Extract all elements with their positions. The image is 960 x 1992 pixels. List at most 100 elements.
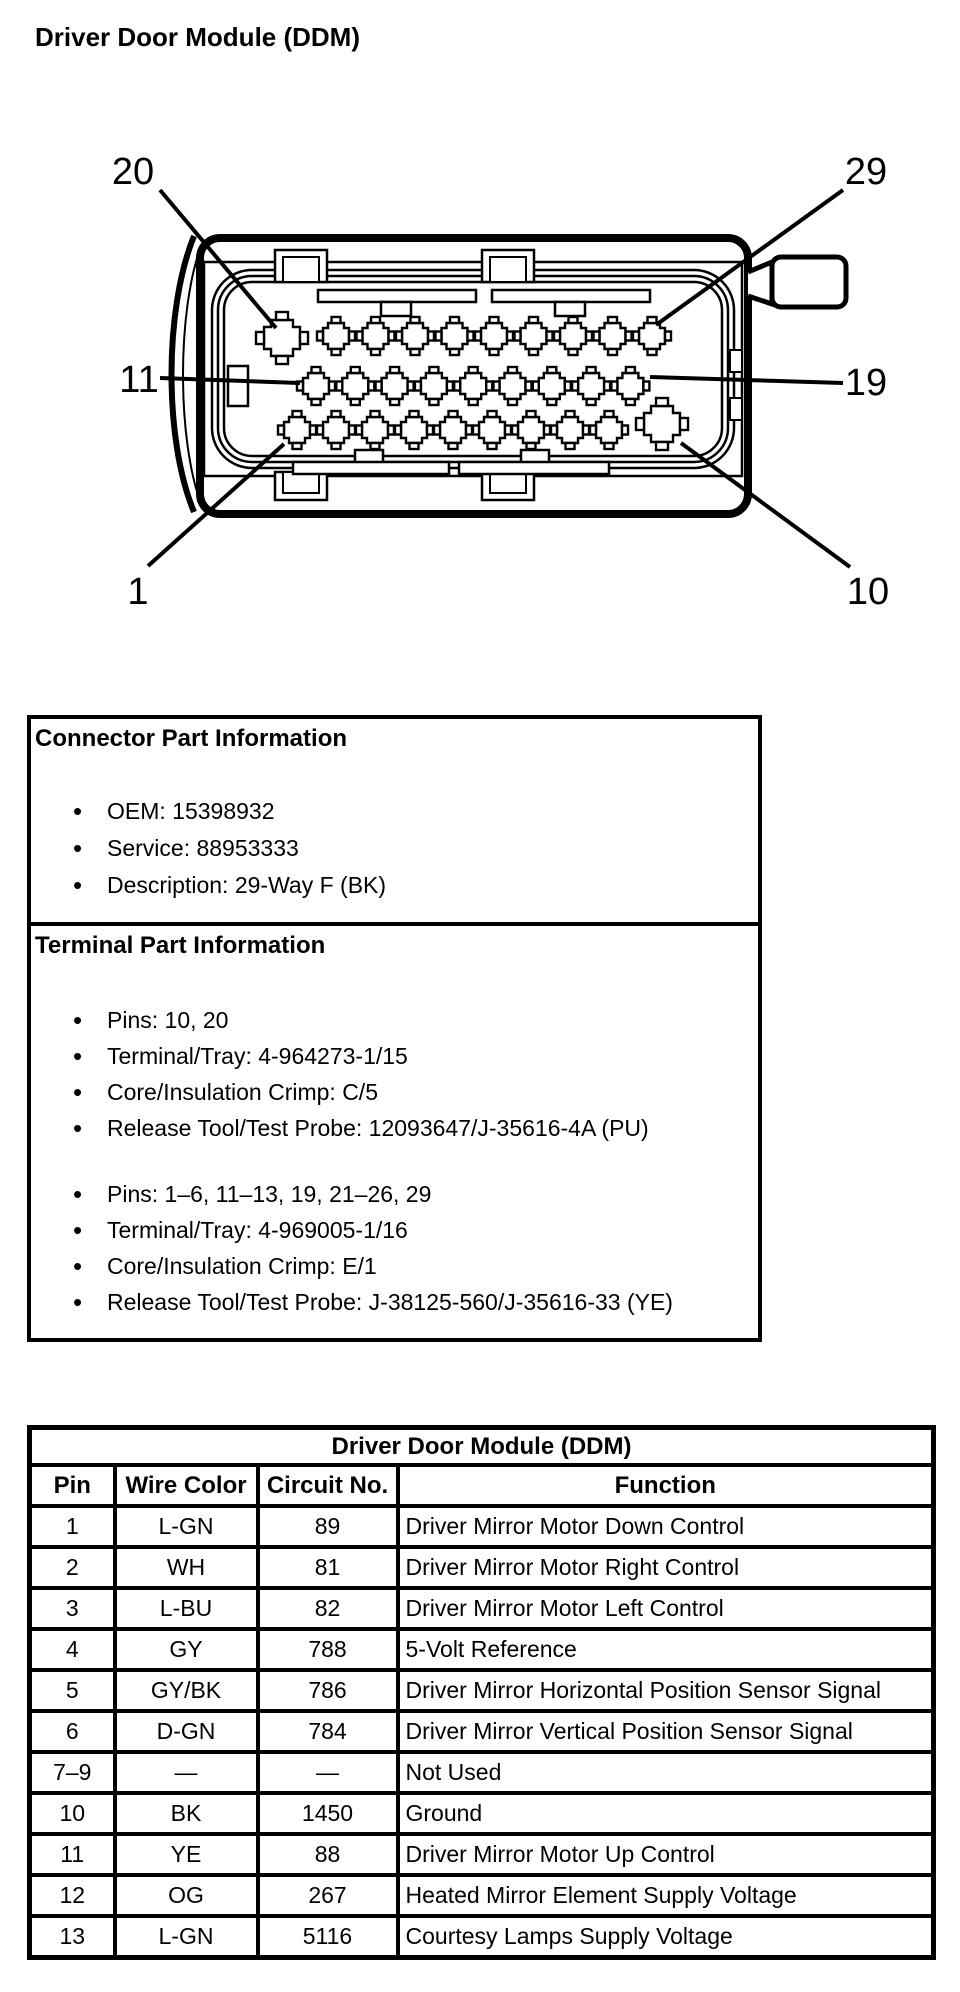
pin-terminal — [354, 409, 396, 451]
table-body: 1 L-GN 89 Driver Mirror Motor Down Contr… — [27, 1504, 936, 1960]
callout-line-10 — [679, 441, 852, 569]
pin-terminal — [394, 315, 436, 357]
pin-terminal — [492, 365, 533, 407]
cell-function: Driver Mirror Horizontal Position Sensor… — [395, 1668, 936, 1713]
pin-terminal — [315, 409, 357, 451]
cell-wire-color: BK — [112, 1791, 260, 1836]
cell-pin: 11 — [27, 1832, 117, 1877]
section-heading: Connector Part Information — [35, 725, 348, 752]
connector-shell-3 — [222, 280, 724, 458]
bullet-item: Pins: 1–6, 11–13, 19, 21–26, 29 — [35, 1176, 748, 1212]
callout-label-19: 19 — [845, 362, 887, 404]
cell-circuit-no: 786 — [255, 1668, 400, 1713]
cell-function: Heated Mirror Element Supply Voltage — [395, 1873, 936, 1918]
connector-lock-tab-neck — [747, 258, 775, 308]
pin-terminal — [471, 409, 513, 451]
table-title: Driver Door Module (DDM) — [27, 1425, 936, 1467]
callout-lines — [146, 188, 852, 569]
cell-wire-color: GY/BK — [112, 1668, 260, 1713]
connector-left-flange — [168, 234, 197, 514]
cell-pin: 1 — [27, 1504, 117, 1549]
pin-terminal — [549, 409, 591, 451]
cell-wire-color: WH — [112, 1545, 260, 1590]
callout-line-19 — [649, 375, 844, 385]
bullet-item: Release Tool/Test Probe: J-38125-560/J-3… — [35, 1284, 748, 1320]
cell-wire-color: D-GN — [112, 1709, 260, 1754]
cell-function: Driver Mirror Motor Right Control — [395, 1545, 936, 1590]
cell-function: Courtesy Lamps Supply Voltage — [395, 1914, 936, 1960]
right-lock-detail-1 — [729, 349, 743, 373]
bullet-item: OEM: 15398932 — [35, 793, 748, 830]
cell-wire-color: — — [112, 1750, 260, 1795]
part-information-box: Connector Part Information OEM: 15398932… — [27, 715, 762, 1342]
cell-function: Driver Mirror Motor Down Control — [395, 1504, 936, 1549]
cell-pin: 2 — [27, 1545, 117, 1590]
cell-circuit-no: 5116 — [255, 1914, 400, 1960]
pin-terminal — [276, 409, 318, 451]
connector-lock-tab — [769, 254, 849, 310]
cell-pin: 6 — [27, 1709, 117, 1754]
bullet-item: Pins: 10, 20 — [35, 1002, 748, 1038]
cell-pin: 10 — [27, 1791, 117, 1836]
table-row: 13 L-GN 5116 Courtesy Lamps Supply Volta… — [27, 1914, 936, 1960]
column-header-pin: Pin — [27, 1463, 117, 1508]
cell-pin: 13 — [27, 1914, 117, 1960]
pin-terminal — [610, 365, 651, 407]
pin-terminal — [552, 315, 594, 357]
bullet-item: Core/Insulation Crimp: C/5 — [35, 1074, 748, 1110]
cell-circuit-no: 82 — [255, 1586, 400, 1631]
page-title: Driver Door Module (DDM) — [35, 22, 360, 52]
table-row: 12 OG 267 Heated Mirror Element Supply V… — [27, 1873, 936, 1918]
cell-circuit-no: 788 — [255, 1627, 400, 1672]
pin-terminal — [432, 409, 474, 451]
cell-wire-color: GY — [112, 1627, 260, 1672]
pin-terminal — [254, 310, 310, 366]
callout-line-11 — [159, 376, 301, 385]
cell-circuit-no: 81 — [255, 1545, 400, 1590]
table-row: 3 L-BU 82 Driver Mirror Motor Left Contr… — [27, 1586, 936, 1631]
table-row: 10 BK 1450 Ground — [27, 1791, 936, 1836]
connector-left-flange-inner — [182, 245, 202, 505]
table-header-row: Pin Wire Color Circuit No. Function — [27, 1463, 936, 1508]
cell-function: Ground — [395, 1791, 936, 1836]
cell-wire-color: L-GN — [112, 1504, 260, 1549]
pin-terminal — [592, 315, 633, 357]
pin-terminal — [473, 315, 515, 357]
connector-diagram: 20 29 11 19 1 10 — [112, 151, 889, 613]
callout-line-29 — [654, 188, 845, 327]
bottom-t-bars — [291, 448, 611, 476]
pin-terminal — [434, 315, 475, 357]
cell-pin: 3 — [27, 1586, 117, 1631]
pin-field — [254, 310, 690, 452]
bullet-item: Description: 29-Way F (BK) — [35, 867, 748, 904]
table-row: 1 L-GN 89 Driver Mirror Motor Down Contr… — [27, 1504, 936, 1549]
callout-label-11: 11 — [119, 359, 158, 401]
pinout-table-container: Driver Door Module (DDM) Pin Wire Color … — [27, 1425, 936, 1960]
table-title-row: Driver Door Module (DDM) — [27, 1425, 936, 1467]
column-header-wire-color: Wire Color — [112, 1463, 260, 1508]
cell-wire-color: L-BU — [112, 1586, 260, 1631]
cell-function: Driver Mirror Motor Left Control — [395, 1586, 936, 1631]
table-row: 6 D-GN 784 Driver Mirror Vertical Positi… — [27, 1709, 936, 1754]
table-row: 11 YE 88 Driver Mirror Motor Up Control — [27, 1832, 936, 1877]
section-heading: Terminal Part Information — [35, 932, 326, 959]
pin-terminal — [453, 365, 494, 407]
table-row: 4 GY 788 5-Volt Reference — [27, 1627, 936, 1672]
cell-pin: 7–9 — [27, 1750, 117, 1795]
callout-label-10: 10 — [847, 571, 889, 613]
pin-terminal — [570, 365, 612, 407]
pin-terminal — [413, 365, 455, 407]
pin-terminal — [374, 365, 415, 407]
pin-terminal — [393, 409, 435, 451]
bullet-list: Pins: 10, 20Terminal/Tray: 4-964273-1/15… — [35, 1002, 748, 1146]
cell-pin: 4 — [27, 1627, 117, 1672]
cell-circuit-no: 267 — [255, 1873, 400, 1918]
bullet-item: Terminal/Tray: 4-969005-1/16 — [35, 1212, 748, 1248]
callout-line-20 — [158, 188, 278, 330]
cell-function: Driver Mirror Motor Up Control — [395, 1832, 936, 1877]
cell-wire-color: L-GN — [112, 1914, 260, 1960]
bullet-item: Service: 88953333 — [35, 830, 748, 867]
pin-terminal — [588, 409, 630, 451]
cell-pin: 5 — [27, 1668, 117, 1713]
